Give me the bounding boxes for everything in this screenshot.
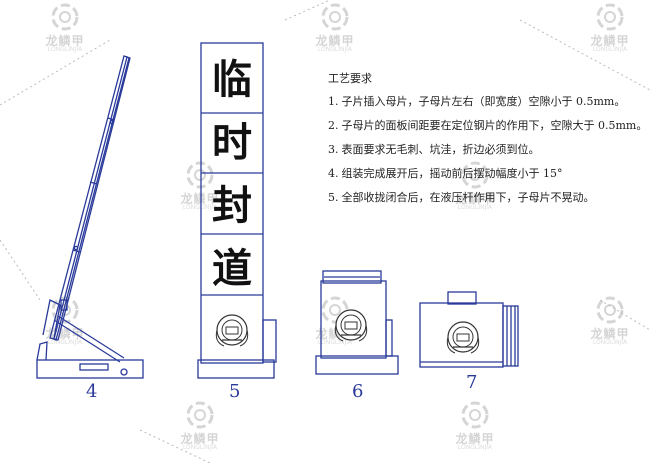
item-number: 5. <box>328 191 339 204</box>
figure-label-5: 5 <box>229 381 241 402</box>
item-text: 组装完成展开后，摇动前后摆动幅度小于 15° <box>341 167 563 180</box>
figure-4-side-view <box>36 55 144 379</box>
police-emblem-icon <box>446 321 480 354</box>
figure-6-folded-front <box>315 270 399 375</box>
figure-label-6: 6 <box>352 381 364 402</box>
police-emblem-icon <box>334 309 368 342</box>
list-item: 4.组装完成展开后，摇动前后摆动幅度小于 15° <box>328 165 648 181</box>
list-item: 2.子母片的面板间距要在定位钢片的作用下，空隙大于 0.5mm。 <box>328 117 648 133</box>
swirl-logo-icon <box>461 161 489 189</box>
figure-label-7: 7 <box>466 372 478 393</box>
item-text: 表面要求无毛刺、坑洼，折边必须到位。 <box>341 143 540 156</box>
item-text: 全部收拢闭合后，在液压杆作用下，子母片不晃动。 <box>341 191 595 204</box>
process-requirements: 工艺要求 1.子片插入母片，子母片左右（即宽度）空隙小于 0.5mm。 2.子母… <box>328 70 648 213</box>
swirl-logo-icon <box>51 3 79 31</box>
list-item: 1.子片插入母片，子母片左右（即宽度）空隙小于 0.5mm。 <box>328 93 648 109</box>
figure-7-folded-box <box>419 291 519 368</box>
item-number: 3. <box>328 143 339 156</box>
sign-char-2: 时 <box>212 120 252 166</box>
item-number: 2. <box>328 119 339 132</box>
sign-char-4: 道 <box>212 246 252 292</box>
figure-label-4: 4 <box>86 381 98 402</box>
swirl-logo-icon <box>461 401 489 429</box>
swirl-logo-icon <box>321 3 349 31</box>
list-item: 3.表面要求无毛刺、坑洼，折边必须到位。 <box>328 141 648 157</box>
requirements-title: 工艺要求 <box>328 72 372 85</box>
figure-5-front-view <box>197 42 277 379</box>
swirl-logo-icon <box>186 401 214 429</box>
swirl-logo-icon <box>596 296 624 324</box>
item-number: 1. <box>328 95 339 108</box>
police-emblem-icon <box>215 314 249 347</box>
swirl-logo-icon <box>596 3 624 31</box>
swirl-logo-icon <box>186 161 214 189</box>
item-text: 子片插入母片，子母片左右（即宽度）空隙小于 0.5mm。 <box>341 95 626 108</box>
list-item: 5.全部收拢闭合后，在液压杆作用下，子母片不晃动。 <box>328 189 648 205</box>
sign-char-1: 临 <box>212 57 252 103</box>
item-number: 4. <box>328 167 339 180</box>
sign-char-3: 封 <box>212 183 252 229</box>
requirements-list: 1.子片插入母片，子母片左右（即宽度）空隙小于 0.5mm。 2.子母片的面板间… <box>328 93 648 205</box>
item-text: 子母片的面板间距要在定位钢片的作用下，空隙大于 0.5mm。 <box>341 119 648 132</box>
